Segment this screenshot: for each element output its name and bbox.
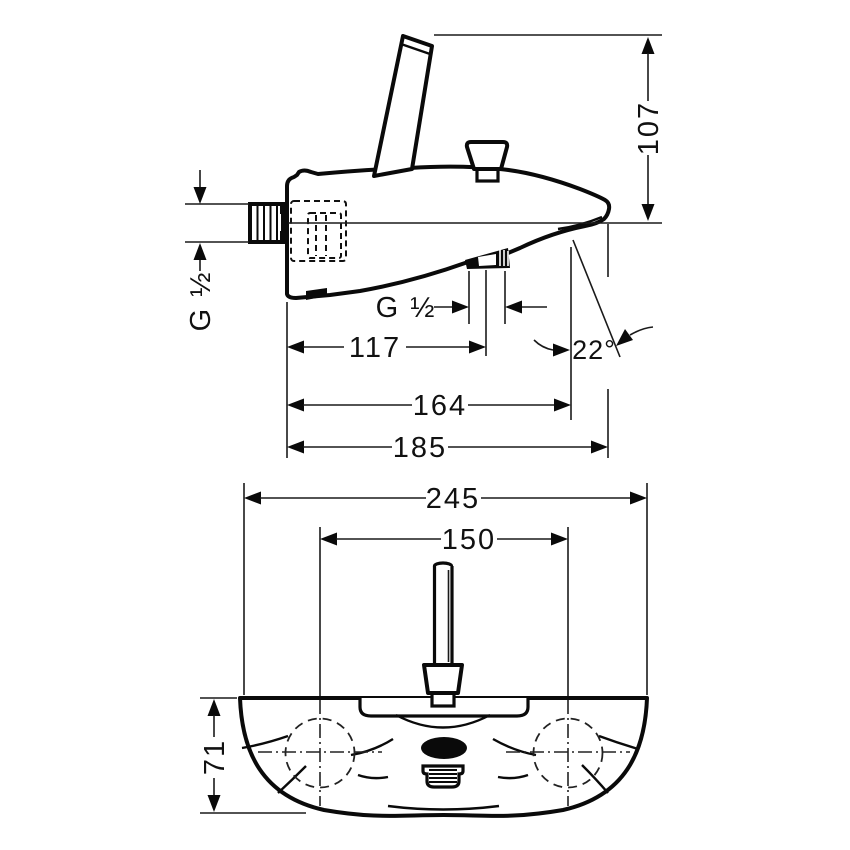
spout-outlet-ellipse <box>421 737 467 759</box>
handle-shaft <box>432 566 454 667</box>
arrowhead <box>553 343 570 357</box>
inlet-thread-hatch <box>256 206 278 240</box>
underside-pad <box>306 288 327 300</box>
arrowhead <box>287 340 304 354</box>
arrowhead <box>287 398 304 412</box>
arrowhead <box>287 440 304 454</box>
dim-reach-164-label: 164 <box>413 390 467 422</box>
arrowhead <box>641 204 655 221</box>
spout-bulge-arc <box>395 713 491 729</box>
dim-spout-angle-label: 22° <box>572 335 616 365</box>
side-view: G ½ 107 G ½ 117 <box>185 34 665 464</box>
mixer-body-side <box>285 164 612 300</box>
arrowhead <box>505 300 522 314</box>
dim-width-245: 245 <box>243 483 648 695</box>
arrowhead <box>630 491 647 505</box>
arrowhead <box>207 699 221 716</box>
handle-base <box>422 663 464 695</box>
inlet-thread <box>248 202 285 244</box>
arrowhead <box>551 532 568 546</box>
arrowhead <box>591 440 608 454</box>
dim-height-107: 107 <box>633 37 665 221</box>
dim-inlet-thread: G ½ <box>185 170 249 331</box>
arrowhead <box>193 187 207 204</box>
arrowhead <box>616 329 633 346</box>
dim-inlet-thread-label: G ½ <box>185 271 217 332</box>
union-circle-right <box>506 700 630 806</box>
dim-spout-angle: 22° <box>533 326 654 365</box>
diverter-knob <box>464 140 510 171</box>
arrowhead <box>320 532 337 546</box>
arrowhead <box>452 300 469 314</box>
dim-reach-117: 117 <box>287 332 486 364</box>
dim-depth-71-label: 71 <box>199 739 231 775</box>
union-circle-left <box>258 700 382 806</box>
aerator <box>421 764 465 789</box>
dim-reach-185-label: 185 <box>393 432 447 464</box>
hose-outlet <box>465 248 510 269</box>
arrowhead <box>207 795 221 812</box>
dim-reach-185: 185 <box>287 432 608 464</box>
lever-cap-line <box>400 42 431 56</box>
body-edge-tab-bottom <box>280 231 287 243</box>
dim-hose-thread-label: G ½ <box>376 292 437 324</box>
dim-centers-150: 150 <box>319 524 569 696</box>
dim-height-label: 107 <box>633 101 665 155</box>
cartridge-hidden-outline <box>290 200 347 262</box>
dim-hose-thread: G ½ <box>376 270 547 356</box>
lever-handle <box>372 34 434 178</box>
spout-lip-line <box>557 215 603 231</box>
arrowhead <box>554 398 571 412</box>
bottom-view: 245 150 71 <box>199 483 649 818</box>
arrowhead <box>469 340 486 354</box>
dim-depth-71: 71 <box>199 697 306 814</box>
spout-angle-line <box>572 239 621 358</box>
dim-width-245-label: 245 <box>426 483 480 515</box>
dim-reach-117-label: 117 <box>349 332 401 364</box>
dim-reach-164: 164 <box>287 390 571 422</box>
arrowhead <box>244 491 261 505</box>
arrowhead <box>641 37 655 54</box>
dim-centers-150-label: 150 <box>442 524 496 556</box>
arrowhead <box>193 243 207 260</box>
body-edge-tab-top <box>280 202 287 214</box>
